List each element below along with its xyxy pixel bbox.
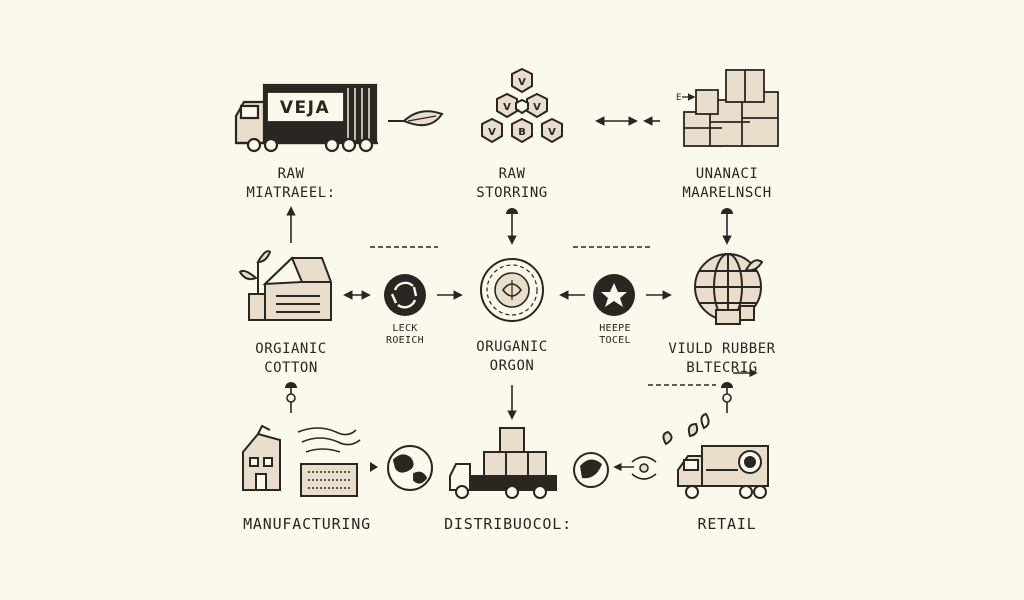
fabric-icon: [297, 427, 361, 497]
retail-label: RETAIL: [698, 515, 757, 534]
cube-letter: V: [518, 77, 526, 88]
raw-material-line2: MIATRAEEL:: [246, 185, 336, 201]
organic-orgon-line1: ORUGANIC: [476, 339, 548, 355]
recycle-arrows-icon: [631, 456, 657, 480]
cube-letter: V: [503, 102, 511, 113]
connector-cap: [506, 208, 518, 214]
unanac-line2: MAARELNSCH: [682, 185, 772, 201]
arrow-head: [370, 462, 378, 472]
organic-cotton-line1: ORGIANIC: [255, 341, 327, 357]
cube-letter: V: [548, 127, 556, 138]
connector-cap: [721, 208, 733, 214]
farm-house-icon: [238, 250, 332, 321]
process-note-left: LECK ROEICH: [386, 323, 424, 347]
box-pile-icon: [683, 69, 779, 147]
wreath-icon: [480, 258, 544, 322]
box-label-text: E: [676, 93, 681, 103]
leaf-icon: [402, 110, 444, 127]
process-note-left-line1: LECK: [392, 323, 418, 334]
distribution-label: DISTRIBUOCOL:: [444, 515, 572, 534]
process-note-right: HEEPE TOCEL: [599, 323, 631, 347]
organic-cotton-label: ORGIANIC COTTON: [255, 340, 326, 378]
wild-rubber-line1: VIULD RUBBER: [668, 341, 776, 357]
process-note-right-line2: TOCEL: [599, 335, 631, 346]
raw-storing-line1: RAW: [498, 166, 526, 182]
globe-icon: [387, 445, 433, 491]
process-note-left-line2: ROEICH: [386, 335, 424, 346]
van-icon: [662, 412, 769, 499]
factory-icon: [242, 424, 281, 491]
process-note-right-line1: HEEPE: [599, 323, 631, 334]
star-recycle-icon: [593, 274, 635, 316]
unanac-line1: UNANACI: [695, 166, 759, 182]
organic-orgon-line2: ORGON: [489, 358, 535, 374]
connector-cap: [721, 382, 733, 388]
raw-storing-label: RAW STORRING: [476, 165, 547, 203]
unanac-label: UNANACI MAARELNSCH: [682, 165, 771, 203]
hexagon-stack-icon: [481, 67, 563, 144]
globe-icon: [694, 253, 764, 325]
connector-node: [286, 393, 296, 403]
distribution-line1: DISTRIBUOCOL:: [444, 515, 572, 533]
retail-line1: RETAIL: [697, 515, 757, 533]
recycle-icon: [384, 274, 426, 316]
organic-orgon-label: ORUGANIC ORGON: [476, 338, 547, 376]
manufacturing-label: MANUFACTURING: [243, 515, 371, 534]
cube-letter: V: [533, 102, 541, 113]
organic-cotton-line2: COTTON: [264, 360, 318, 376]
raw-material-line1: RAW: [277, 166, 305, 182]
connector-node: [722, 393, 732, 403]
connector-cap: [285, 382, 297, 388]
raw-storing-line2: STORRING: [476, 185, 548, 201]
wild-rubber-label: VIULD RUBBER BLTECRIG: [668, 340, 775, 378]
truck-brand-text: VEJA: [280, 98, 330, 118]
cube-letter: V: [488, 127, 496, 138]
cycle-icon: [573, 452, 609, 488]
raw-material-label: RAW MIATRAEEL:: [246, 165, 335, 203]
wild-rubber-line2: BLTECRIG: [686, 360, 758, 376]
manufacturing-line1: MANUFACTURING: [243, 515, 371, 533]
truck-icon: [234, 83, 378, 153]
cube-letter: B: [518, 127, 526, 138]
delivery-truck-icon: [449, 427, 557, 499]
